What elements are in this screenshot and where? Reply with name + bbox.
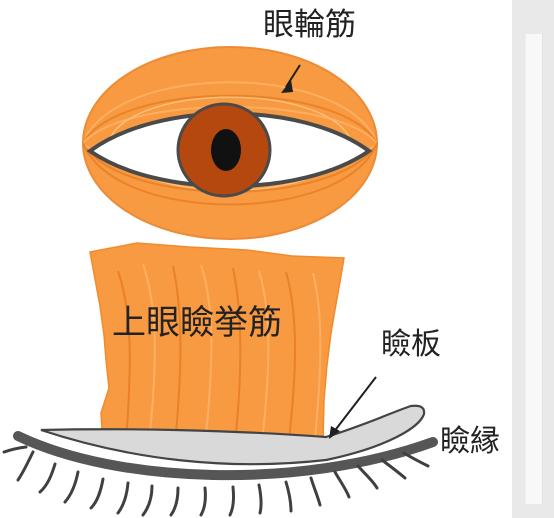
eyelid-margin-lashes	[2, 431, 438, 517]
label-levator-muscle: 上眼瞼挙筋	[112, 303, 282, 343]
tarsal-plate	[40, 376, 426, 466]
eye-shape	[86, 102, 373, 198]
label-orbicularis-oculi: 眼輪筋	[263, 7, 356, 43]
levator-muscle	[89, 242, 345, 450]
label-eyelid-margin: 瞼縁	[440, 424, 500, 459]
scrollbar-thumb[interactable]	[525, 34, 543, 504]
label-tarsal-plate: 瞼板	[381, 327, 441, 362]
